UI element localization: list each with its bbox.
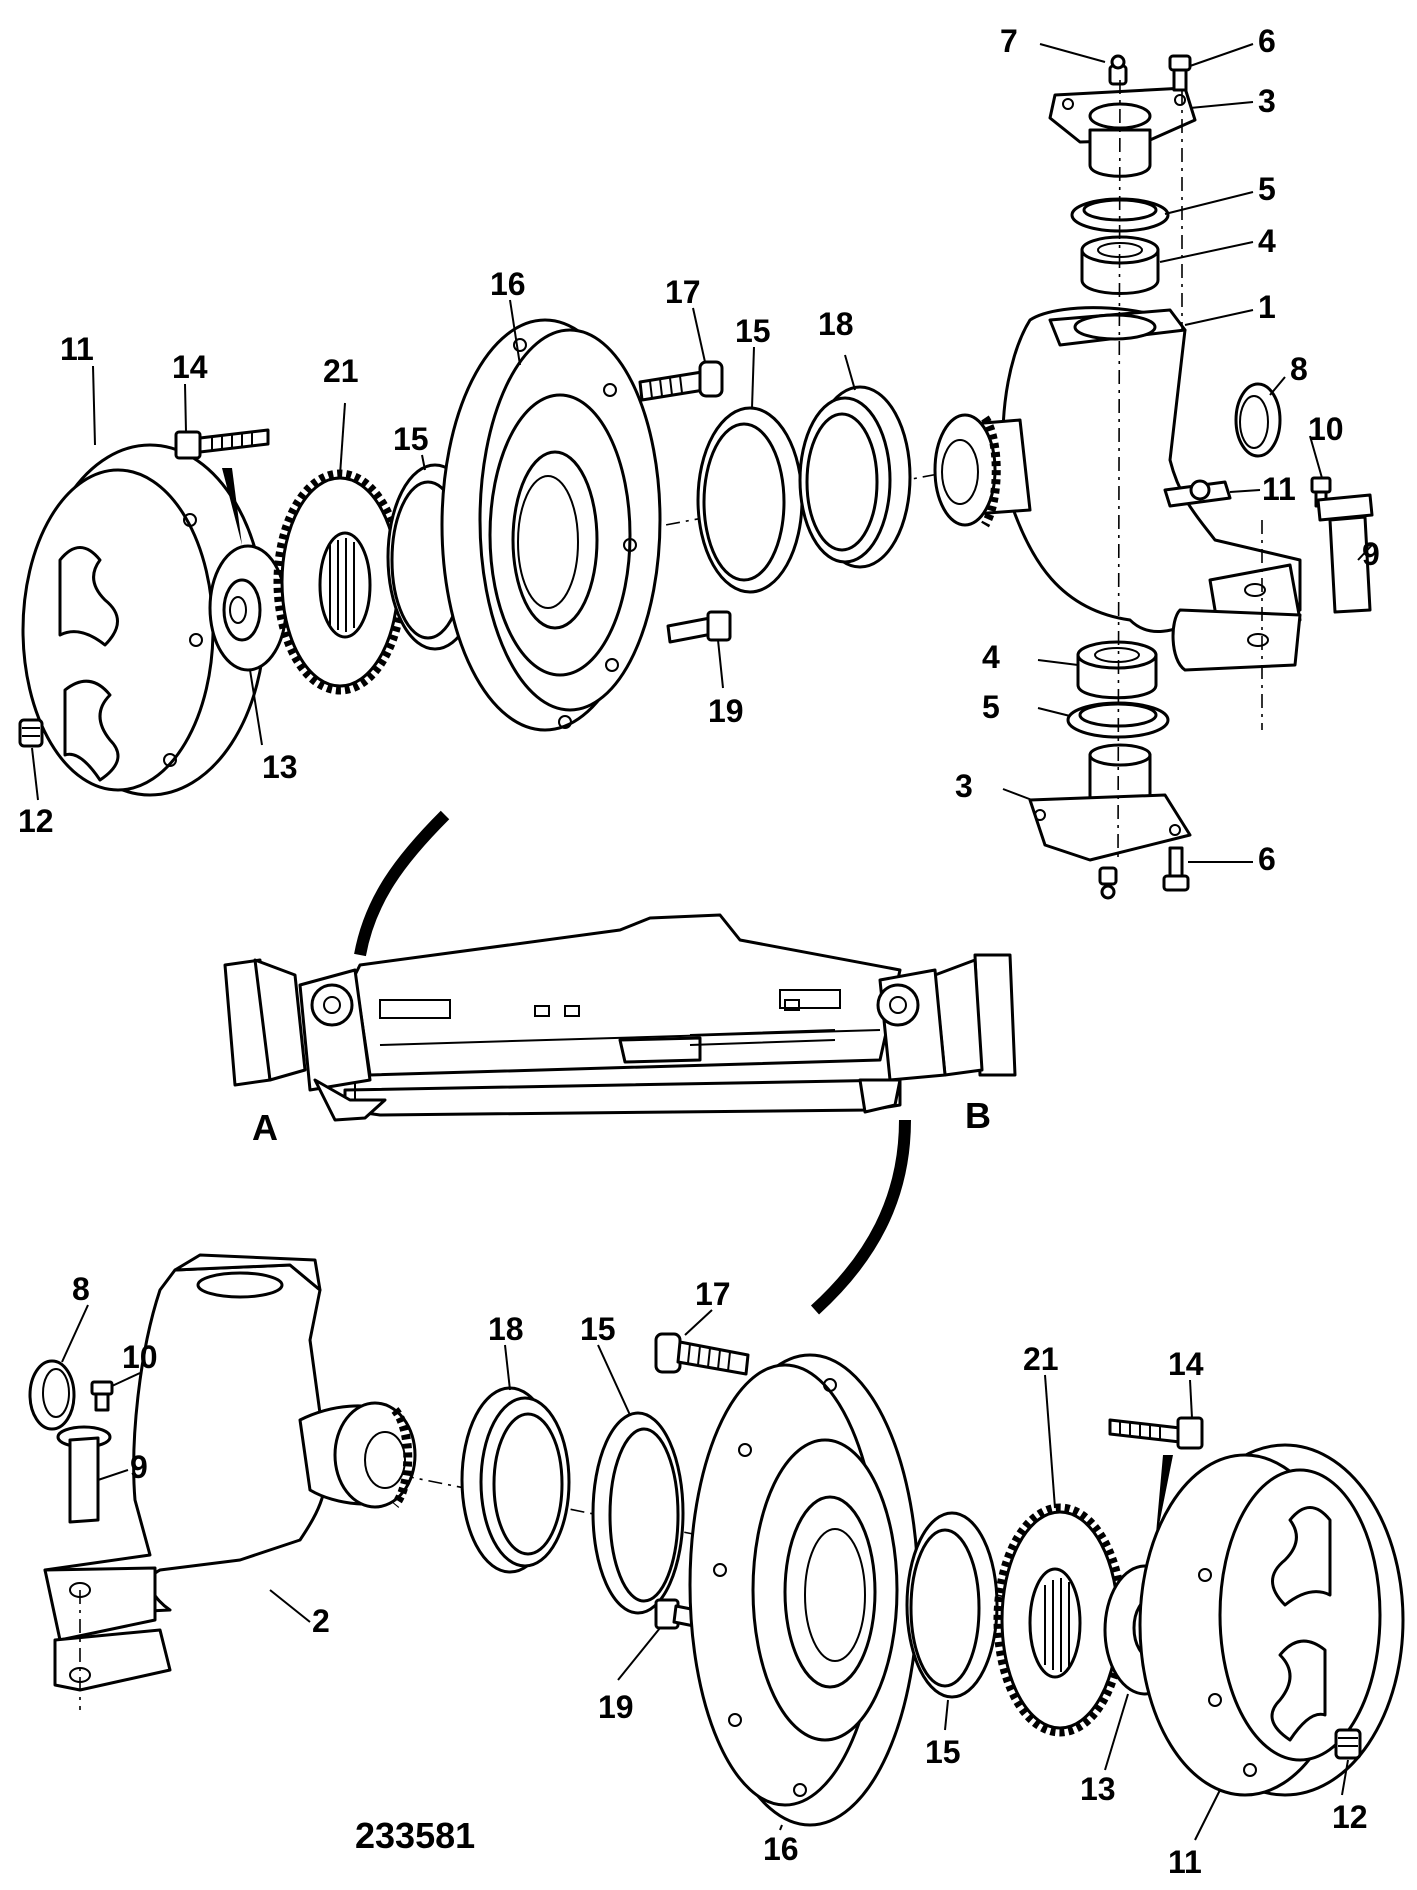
connector-arc-lower — [810, 1119, 911, 1315]
pointer-14-upper — [222, 468, 242, 545]
callout-6-upper: 6 — [1258, 23, 1276, 59]
seal-15-lower-left — [591, 1411, 685, 1615]
callout-19-lower: 19 — [598, 1689, 634, 1725]
pointer-14-lower — [1155, 1455, 1173, 1545]
callout-4-upper: 4 — [1258, 223, 1276, 259]
bush-8-lower — [28, 1359, 76, 1431]
callout-14-upper: 14 — [172, 349, 208, 385]
callout-13-lower: 13 — [1080, 1771, 1116, 1807]
callout-19-upper: 19 — [708, 693, 744, 729]
callout-4-lower-bearing: 4 — [982, 639, 1000, 675]
callout-12-lower: 12 — [1332, 1799, 1368, 1835]
callout-12-upper: 12 — [18, 803, 54, 839]
grease-nipple-7 — [1108, 54, 1128, 86]
callout-5-lower-seal: 5 — [982, 689, 1000, 725]
bolt-10-lower — [90, 1380, 114, 1412]
callout-9-upper: 9 — [1362, 536, 1380, 572]
callout-13-upper: 13 — [262, 749, 298, 785]
seal-15-lower-right — [905, 1511, 999, 1699]
callout-17-lower: 17 — [695, 1276, 731, 1312]
stud-17-upper — [638, 360, 724, 402]
stop-plate-11 — [1163, 479, 1232, 508]
bolt-19-upper — [666, 610, 732, 644]
callout-15-upper-right: 15 — [735, 313, 771, 349]
bolt-14-upper — [174, 428, 270, 460]
callout-3-lower-cap: 3 — [955, 768, 973, 804]
bearing-13-upper — [208, 544, 288, 672]
bearing-4-top — [1080, 235, 1160, 295]
knuckle-1 — [933, 306, 1302, 672]
callout-11-upper: 11 — [60, 331, 94, 367]
callout-15-upper-left: 15 — [393, 421, 429, 457]
callout-6-lower-bolt: 6 — [1258, 841, 1276, 877]
leaders-lower — [61, 1304, 1349, 1841]
figure-number: 233581 — [355, 1815, 475, 1856]
callout-18-upper: 18 — [818, 306, 854, 342]
connector-arc-upper — [354, 810, 450, 957]
knuckle-2 — [43, 1253, 417, 1692]
pin-9-lower — [56, 1425, 112, 1524]
callout-8-upper: 8 — [1290, 351, 1308, 387]
tone-wheel-21-upper — [273, 469, 407, 695]
callout-16-lower: 16 — [763, 1831, 799, 1867]
wheel-hub-11-upper — [21, 443, 267, 797]
callout-10-lower: 10 — [122, 1339, 158, 1375]
callout-11-knuckle: 11 — [1262, 471, 1296, 507]
bearing-18-lower — [460, 1386, 571, 1574]
axle-overview — [223, 913, 1017, 1122]
wheel-hub-11-lower — [1138, 1443, 1405, 1797]
callout-15-lower-right: 15 — [925, 1734, 961, 1770]
callout-17-upper: 17 — [665, 274, 701, 310]
callout-3-upper: 3 — [1258, 83, 1276, 119]
bolt-6-bottom — [1162, 846, 1190, 892]
bolt-14-lower — [1108, 1416, 1204, 1450]
callout-9-lower: 9 — [130, 1449, 148, 1485]
flange-16-upper — [440, 318, 662, 732]
plug-12-upper — [18, 718, 44, 748]
callout-1: 1 — [1258, 289, 1276, 325]
cap-3-top — [1048, 86, 1197, 178]
stud-17-lower — [654, 1332, 750, 1376]
callout-2: 2 — [312, 1603, 330, 1639]
callout-21-upper: 21 — [323, 353, 359, 389]
cap-3-bottom — [1028, 743, 1192, 862]
leaders-upper — [31, 43, 1373, 863]
kingpin-axis — [1117, 79, 1121, 861]
bearing-4-bottom — [1076, 640, 1158, 700]
bearing-18-upper — [798, 385, 912, 569]
grease-nipple-bottom — [1098, 866, 1118, 900]
callout-8-lower: 8 — [72, 1271, 90, 1307]
callout-15-lower-left: 15 — [580, 1311, 616, 1347]
callout-14-lower: 14 — [1168, 1346, 1204, 1382]
callout-16-upper: 16 — [490, 266, 526, 302]
plug-12-lower — [1334, 1728, 1362, 1760]
callout-11-lower: 11 — [1168, 1844, 1202, 1880]
pin-9-upper — [1316, 493, 1374, 614]
callout-21-lower: 21 — [1023, 1341, 1059, 1377]
seal-15-upper-right — [696, 406, 804, 594]
bolt-6-top — [1168, 54, 1192, 92]
callout-5-upper: 5 — [1258, 171, 1276, 207]
bush-8-upper — [1234, 382, 1282, 458]
view-label-a: A — [252, 1107, 278, 1148]
callout-7-upper: 7 — [1000, 23, 1018, 59]
callout-18-lower: 18 — [488, 1311, 524, 1347]
tone-wheel-21-lower — [993, 1503, 1127, 1737]
flange-16-lower — [688, 1353, 920, 1827]
view-label-b: B — [965, 1095, 991, 1136]
callout-10-upper: 10 — [1308, 411, 1344, 447]
